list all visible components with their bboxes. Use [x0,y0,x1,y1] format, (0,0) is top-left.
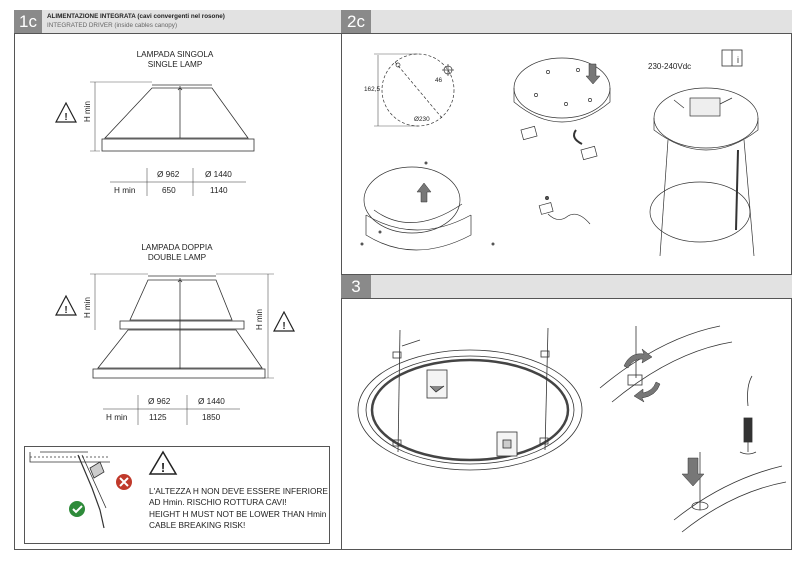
section-1c-header: 1c ALIMENTAZIONE INTEGRATA (cavi converg… [14,10,342,34]
ring-assembly [357,327,583,471]
section-2c-header: 2c [341,10,792,34]
single-lamp-title-it: LAMPADA SINGOLA [136,50,214,59]
double-table-val1: 1125 [149,413,167,422]
double-table-val2: 1850 [202,413,221,422]
warning-figure [29,451,110,529]
double-table-col2: Ø 1440 [198,397,225,406]
dim-small-label: 46 [435,77,443,84]
double-lamp-drawing [90,273,274,379]
dim-height-label: 162,5 [364,86,380,93]
warning-line-4: CABLE BREAKING RISK! [149,520,246,530]
cross-icon [116,474,132,490]
section-1c-title-it: ALIMENTAZIONE INTEGRATA (cavi convergent… [47,13,225,20]
rotate-right-arrow-icon [633,381,661,403]
svg-text:!: ! [282,321,285,332]
single-table-col1: Ø 962 [157,170,180,179]
single-lamp-drawing [90,81,255,152]
section-3-number: 3 [341,275,371,298]
svg-text:!: ! [64,112,67,123]
double-table-lines [103,395,240,425]
section-3-header: 3 [341,275,792,299]
canopy-exploded [363,166,472,251]
cable-connector [538,196,591,225]
dim-diameter-label: Ø230 [414,116,430,123]
double-table-row-label: H min [106,413,128,422]
warning-line-2: AD Hmin. RISCHIO ROTTURA CAVI! [149,497,287,507]
section-1c-number: 1c [14,10,42,33]
double-table-col1: Ø 962 [148,397,171,406]
warning-triangle-icon [55,101,295,475]
svg-text:i: i [737,55,739,65]
cable-lock-detail [673,375,787,533]
single-table-val2: 1140 [210,186,228,195]
down-arrow-icon-2 [681,457,705,487]
screws-icons [360,161,495,246]
warning-line-3: HEIGHT H MUST NOT BE LOWER THAN Hmin [149,509,327,519]
up-arrow-icon [416,182,432,203]
single-lamp-title-en: SINGLE LAMP [147,60,203,69]
double-lamp-title-it: LAMPADA DOPPIA [141,243,213,252]
svg-text:!: ! [161,460,165,475]
section-2c-number: 2c [341,10,371,33]
down-arrow-icon [585,63,601,85]
check-icon [69,501,85,517]
driver-canopy [649,87,759,257]
warning-box [24,446,330,544]
section-1c-title-en: INTEGRATED DRIVER (inside cables canopy) [47,22,178,29]
single-table-row-label: H min [114,186,136,195]
single-table-col2: Ø 1440 [205,170,232,179]
voltage-label: 230-240Vdc [648,62,692,71]
single-table-val1: 650 [162,186,176,195]
warning-line-1: L'ALTEZZA H NON DEVE ESSERE INFERIORE [149,486,328,496]
double-lamp-title-en: DOUBLE LAMP [147,253,207,262]
svg-text:!: ! [64,305,67,316]
horizontal-divider [341,274,792,275]
single-table-lines [110,168,246,196]
book-icon: i [721,49,743,67]
rotate-left-arrow-icon [623,348,653,369]
canopy-perspective [513,57,611,161]
canopy-top-view [374,53,455,127]
rotate-detail [599,325,733,403]
